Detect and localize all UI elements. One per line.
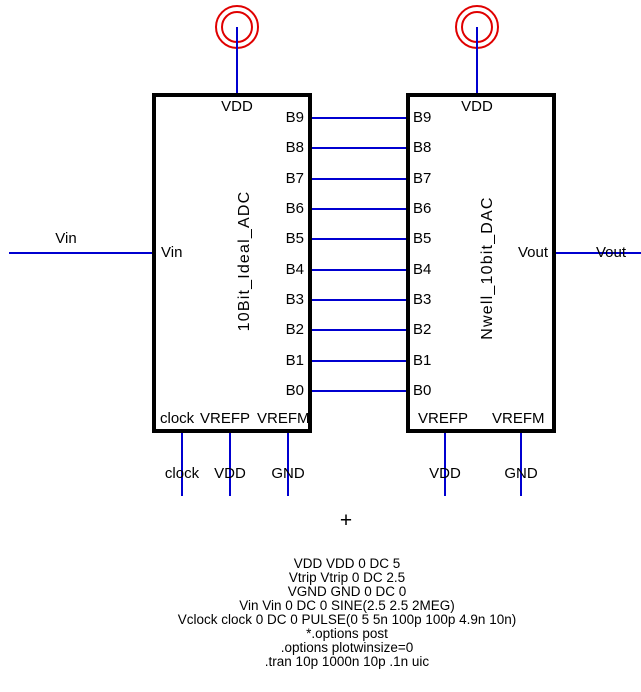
dac-pin-b8: B8 (413, 139, 432, 156)
dac-pin-b7: B7 (413, 170, 432, 187)
dac-bottom-wire-gnd[interactable] (520, 431, 522, 496)
plus-anchor-marker: + (339, 509, 353, 532)
bus-wire-b2[interactable] (312, 329, 406, 331)
adc-block-title: 10Bit_Ideal_ADC (236, 190, 253, 332)
adc-pin-vrefp: VREFP (200, 410, 251, 427)
dac-pin-b6: B6 (413, 200, 432, 217)
net-label-clock[interactable]: clock (164, 465, 200, 482)
dac-block-title: Nwell_10bit_DAC (479, 196, 496, 340)
dac-pin-b4: B4 (413, 261, 432, 278)
adc-bottom-wire-gnd[interactable] (287, 431, 289, 496)
bus-wire-b3[interactable] (312, 299, 406, 301)
dac-pin-b2: B2 (413, 321, 432, 338)
bus-wire-b8[interactable] (312, 147, 406, 149)
dac-pin-b0: B0 (413, 382, 432, 399)
dac-pin-vdd: VDD (461, 98, 493, 115)
bus-wire-b0[interactable] (312, 390, 406, 392)
bus-wire-b4[interactable] (312, 269, 406, 271)
dac-pin-vrefp: VREFP (418, 410, 469, 427)
adc-pin-b8: B8 (285, 139, 304, 156)
net-label-vin[interactable]: Vin (55, 230, 77, 247)
spice-line: VDD VDD 0 DC 5 (293, 556, 401, 571)
bus-wire-b7[interactable] (312, 178, 406, 180)
net-label-vdd[interactable]: VDD (429, 465, 461, 482)
net-label-vdd[interactable]: VDD (214, 465, 246, 482)
dac-pin-b3: B3 (413, 291, 432, 308)
net-label-gnd[interactable]: GND (271, 465, 305, 482)
adc-pin-clock: clock (160, 410, 195, 427)
adc-pin-b2: B2 (285, 321, 304, 338)
spice-line: .tran 10p 1000n 10p .1n uic (264, 654, 430, 669)
dac-pin-b1: B1 (413, 352, 432, 369)
adc-pin-vrefm: VREFM (257, 410, 310, 427)
adc-bottom-wire-vdd[interactable] (229, 431, 231, 496)
vdd-wire-adc[interactable] (236, 27, 238, 94)
dac-pin-vout: Vout (517, 244, 548, 261)
spice-line: *.options post (306, 626, 388, 641)
spice-line: Vtrip Vtrip 0 DC 2.5 (288, 570, 406, 585)
vin-wire[interactable] (9, 252, 152, 254)
adc-pin-b5: B5 (285, 230, 304, 247)
bus-wire-b6[interactable] (312, 208, 406, 210)
adc-pin-b9: B9 (285, 109, 304, 126)
adc-bottom-wire-clock[interactable] (181, 431, 183, 496)
spice-line: Vin Vin 0 DC 0 SINE(2.5 2.5 2MEG) (239, 598, 455, 613)
adc-pin-vin: Vin (161, 244, 183, 261)
vdd-wire-dac[interactable] (476, 27, 478, 94)
bus-wire-b5[interactable] (312, 238, 406, 240)
adc-pin-b1: B1 (285, 352, 304, 369)
adc-pin-b3: B3 (285, 291, 304, 308)
bus-wire-b1[interactable] (312, 360, 406, 362)
spice-line: .options plotwinsize=0 (280, 640, 414, 655)
vout-wire[interactable] (556, 252, 641, 254)
adc-pin-b0: B0 (285, 382, 304, 399)
dac-pin-b5: B5 (413, 230, 432, 247)
bus-wire-b9[interactable] (312, 117, 406, 119)
adc-pin-b4: B4 (285, 261, 304, 278)
dac-bottom-wire-vdd[interactable] (444, 431, 446, 496)
dac-pin-b9: B9 (413, 109, 432, 126)
dac-pin-vrefm: VREFM (492, 410, 545, 427)
net-label-vout[interactable]: Vout (595, 244, 627, 261)
spice-line: Vclock clock 0 DC 0 PULSE(0 5 5n 100p 10… (177, 612, 517, 627)
net-label-gnd[interactable]: GND (504, 465, 538, 482)
adc-pin-vdd: VDD (221, 98, 253, 115)
spice-line: VGND GND 0 DC 0 (287, 584, 407, 599)
adc-pin-b7: B7 (285, 170, 304, 187)
adc-pin-b6: B6 (285, 200, 304, 217)
